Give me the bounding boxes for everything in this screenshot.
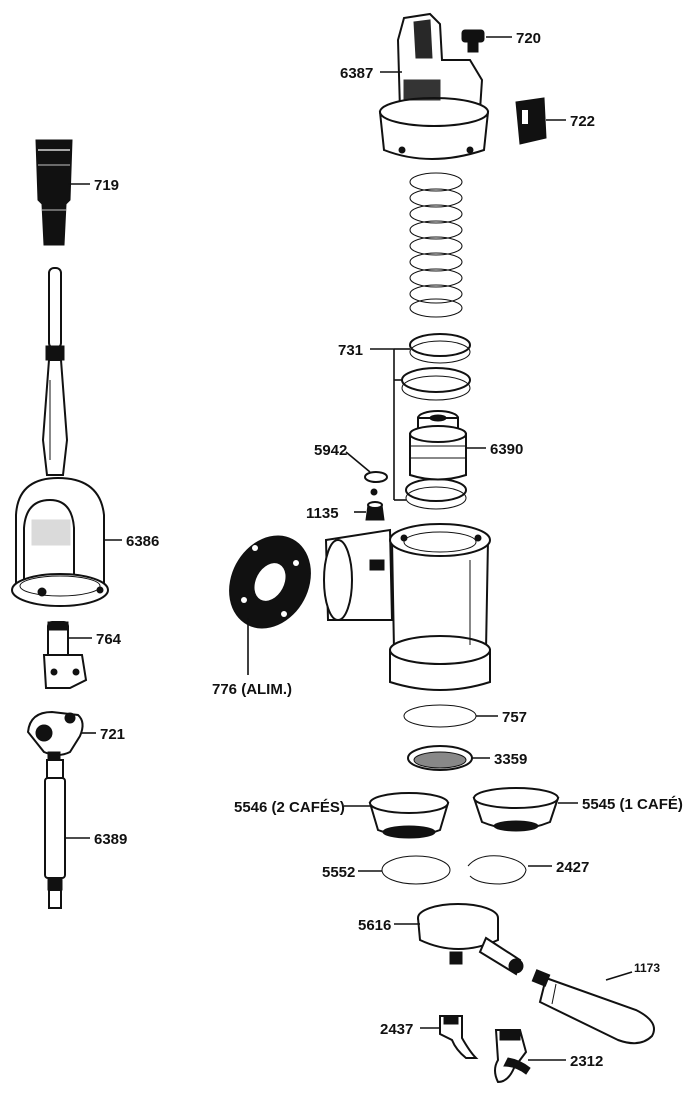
part-5546-filter-basket-2: [368, 792, 450, 839]
part-1135-jet: [365, 501, 385, 521]
part-776-gasket: [229, 535, 311, 629]
part-5552-ring: [381, 855, 451, 885]
label-776: 776 (ALIM.): [212, 681, 292, 698]
label-722: 722: [570, 113, 595, 130]
label-3359: 3359: [494, 751, 527, 768]
part-722-key: [515, 97, 547, 145]
part-lever-rod: [41, 267, 69, 476]
part-731-rings: [401, 333, 471, 510]
label-6386: 6386: [126, 533, 159, 550]
part-2437: [439, 1015, 479, 1059]
part-721-cam: [26, 710, 84, 761]
label-1135: 1135: [306, 505, 339, 522]
part-6387-top-casting: [378, 12, 490, 160]
label-2437: 2437: [380, 1021, 413, 1038]
part-1173-handle: [531, 969, 655, 1045]
label-721: 721: [100, 726, 125, 743]
label-764: 764: [96, 631, 122, 648]
part-719-lever-knob: [35, 139, 73, 246]
part-3359-screen: [407, 745, 473, 771]
label-719: 719: [94, 177, 119, 194]
label-720: 720: [516, 30, 541, 47]
label-1173: 1173: [634, 961, 660, 975]
part-757-oring: [403, 704, 477, 728]
part-764-bracket: [42, 621, 88, 689]
label-5942: 5942: [314, 442, 347, 459]
label-757: 757: [502, 709, 527, 726]
label-5546: 5546 (2 CAFÉS): [234, 799, 345, 816]
label-2427: 2427: [556, 859, 589, 876]
label-2312: 2312: [570, 1053, 603, 1070]
part-labels: 719 6386 764 721 6389 720 6387 722 731 5…: [94, 30, 683, 1070]
part-group-body: [323, 523, 491, 691]
label-5552: 5552: [322, 864, 355, 881]
part-2427-clip: [467, 855, 527, 885]
label-731: 731: [338, 342, 363, 359]
label-5545: 5545 (1 CAFÉ): [582, 796, 683, 813]
part-2312: [494, 1029, 531, 1084]
leader-lines: [65, 36, 633, 1061]
label-6390: 6390: [490, 441, 523, 458]
part-6389-shaft: [44, 759, 66, 909]
part-6386-bell-housing: [11, 476, 109, 607]
label-6387: 6387: [340, 65, 373, 82]
part-5942-washer: [364, 471, 388, 496]
part-5545-filter-basket-1: [472, 787, 560, 832]
part-5616-portafilter: [417, 903, 524, 976]
label-5616: 5616: [358, 917, 391, 934]
label-6389: 6389: [94, 831, 127, 848]
part-720-pin: [461, 29, 485, 53]
part-6390-piston: [409, 410, 467, 481]
part-main-spring: [409, 172, 463, 318]
